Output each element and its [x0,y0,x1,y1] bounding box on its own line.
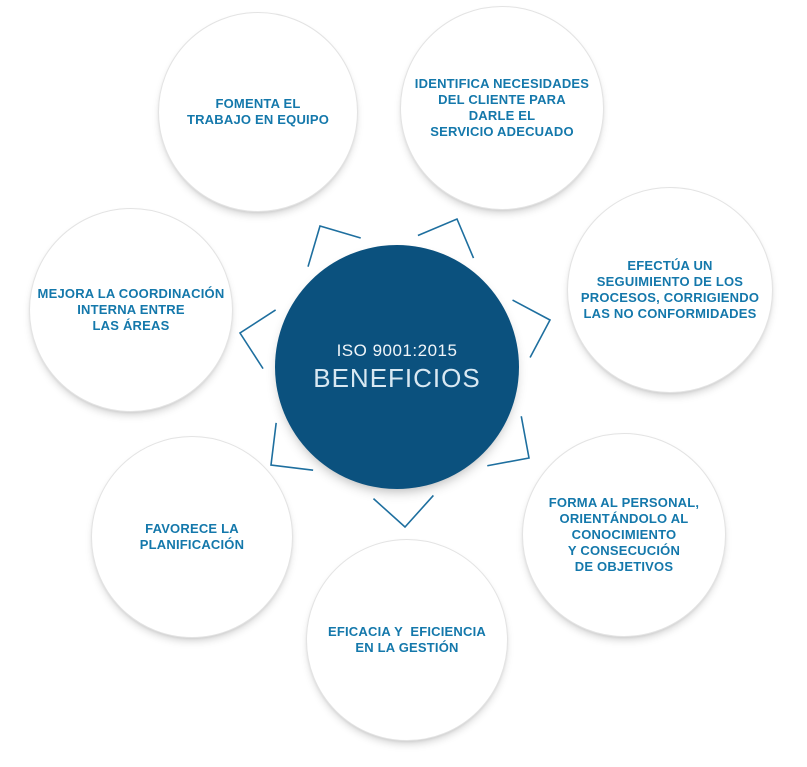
center-standard-label: ISO 9001:2015 [336,340,458,360]
chevron-outward-icon [372,494,434,529]
chevron-outward-icon [512,299,552,358]
center-circle: ISO 9001:2015 BENEFICIOS [275,245,519,489]
chevron-outward-icon [238,309,277,370]
center-title-label: BENEFICIOS [313,362,481,393]
